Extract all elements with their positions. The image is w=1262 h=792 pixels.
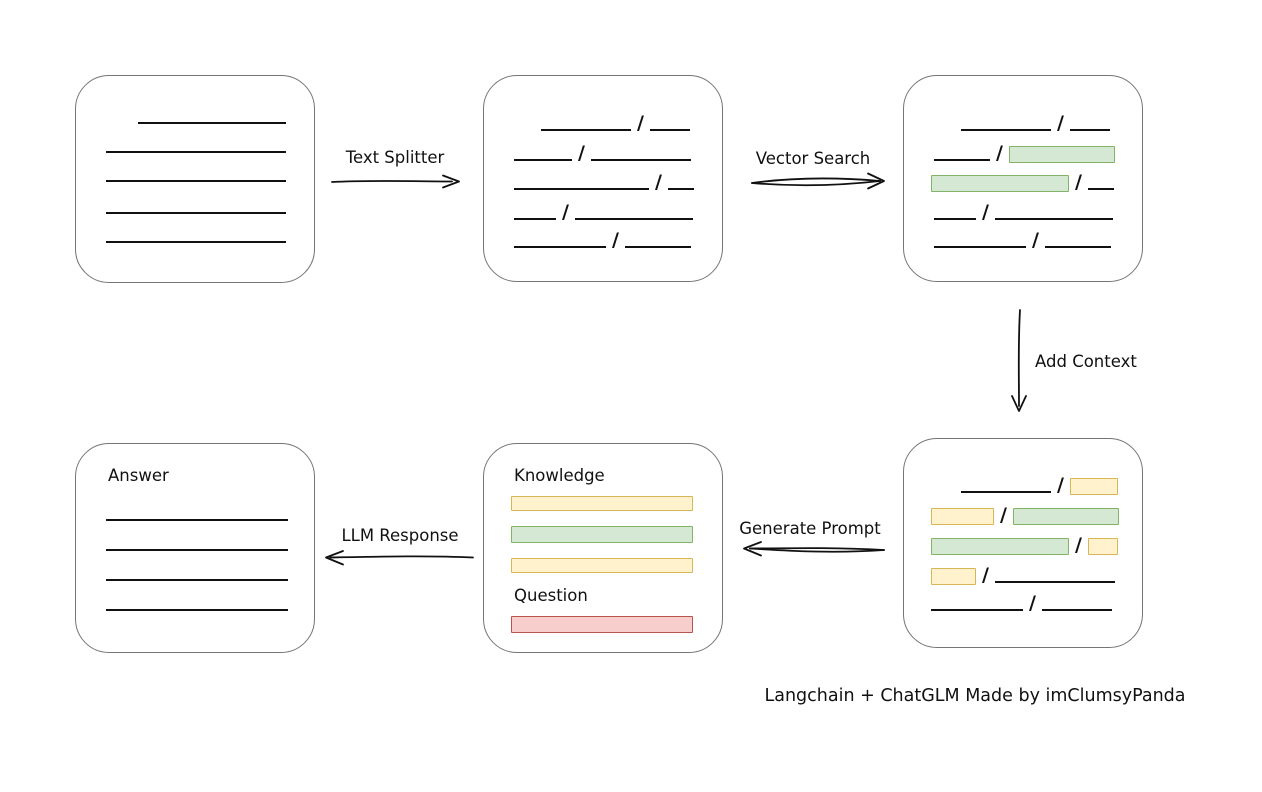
text-fragment-row: /	[514, 142, 691, 164]
text-line	[1087, 188, 1114, 190]
slash-separator: /	[578, 142, 585, 164]
yellow-highlight-chip	[1069, 478, 1118, 495]
yellow-highlight-chip	[931, 508, 994, 525]
text-fragment-row: /	[931, 534, 1118, 556]
text-line	[106, 579, 288, 581]
slash-separator: /	[982, 201, 989, 223]
text-fragment-row: /	[961, 112, 1110, 134]
text-line	[934, 246, 1026, 248]
text-line	[106, 212, 286, 214]
text-line	[574, 218, 693, 220]
credit-caption: Langchain + ChatGLM Made by imClumsyPand…	[764, 686, 1186, 706]
llm-response-arrow	[325, 550, 474, 566]
yellow-highlight-chip	[1087, 538, 1118, 555]
knowledge-label: Knowledge	[514, 466, 605, 485]
vector-search-arrow-label: Vector Search	[755, 149, 871, 168]
text-fragment-row: /	[514, 229, 691, 251]
text-fragment-row: /	[931, 504, 1119, 526]
slash-separator: /	[655, 171, 662, 193]
add-context-arrow	[1011, 309, 1027, 412]
text-line	[994, 218, 1113, 220]
question-label: Question	[514, 586, 588, 605]
text-line	[649, 129, 690, 131]
text-line	[541, 129, 631, 131]
vector-search-result-node: / / / / /	[903, 75, 1143, 282]
text-line	[106, 151, 286, 153]
text-line	[514, 159, 572, 161]
text-fragment-row: /	[934, 229, 1111, 251]
add-context-arrow-label: Add Context	[1035, 352, 1137, 371]
text-fragment-row: /	[931, 564, 1115, 586]
slash-separator: /	[1000, 504, 1007, 526]
text-line	[624, 246, 691, 248]
text-fragment-row: /	[541, 112, 690, 134]
text-line	[106, 519, 288, 521]
generate-prompt-arrow	[743, 541, 885, 557]
vector-search-arrow	[751, 172, 885, 190]
text-line	[1069, 129, 1110, 131]
text-line	[934, 218, 976, 220]
source-document-node	[75, 75, 315, 283]
text-fragment-row: /	[514, 201, 693, 223]
text-line	[1041, 609, 1112, 611]
answer-label: Answer	[108, 466, 169, 485]
text-fragment-row: /	[931, 592, 1112, 614]
green-highlight-chip	[1008, 146, 1115, 163]
text-line	[106, 549, 288, 551]
green-highlight-chip	[931, 175, 1069, 192]
split-text-node: / / / / /	[483, 75, 723, 282]
red-bar	[511, 616, 693, 633]
text-line	[961, 491, 1051, 493]
yellow-bar	[511, 558, 693, 573]
text-line	[931, 609, 1023, 611]
text-line	[961, 129, 1051, 131]
slash-separator: /	[1032, 229, 1039, 251]
text-splitter-arrow-label: Text Splitter	[345, 148, 445, 167]
slash-separator: /	[562, 201, 569, 223]
slash-separator: /	[1075, 534, 1082, 556]
slash-separator: /	[1075, 171, 1082, 193]
slash-separator: /	[637, 112, 644, 134]
text-line	[138, 122, 286, 124]
text-fragment-row: /	[961, 474, 1118, 496]
slash-separator: /	[612, 229, 619, 251]
slash-separator: /	[996, 142, 1003, 164]
text-line	[590, 159, 691, 161]
text-line	[514, 218, 556, 220]
prompt-node: Knowledge Question	[483, 443, 723, 653]
yellow-bar	[511, 496, 693, 511]
generate-prompt-arrow-label: Generate Prompt	[739, 519, 881, 538]
text-splitter-arrow	[331, 174, 460, 189]
text-fragment-row: /	[934, 201, 1113, 223]
text-line	[514, 188, 649, 190]
text-line	[994, 581, 1115, 583]
green-bar	[511, 526, 693, 543]
green-highlight-chip	[931, 538, 1069, 555]
green-highlight-chip	[1012, 508, 1119, 525]
context-node: / / / / /	[903, 438, 1143, 648]
slash-separator: /	[1029, 592, 1036, 614]
text-line	[106, 241, 286, 243]
text-line	[934, 159, 990, 161]
slash-separator: /	[1057, 474, 1064, 496]
text-line	[667, 188, 694, 190]
yellow-highlight-chip	[931, 568, 976, 585]
llm-response-arrow-label: LLM Response	[341, 526, 459, 545]
text-fragment-row: /	[934, 142, 1115, 164]
text-line	[514, 246, 606, 248]
text-line	[106, 609, 288, 611]
slash-separator: /	[982, 564, 989, 586]
answer-node: Answer	[75, 443, 315, 653]
slash-separator: /	[1057, 112, 1064, 134]
text-fragment-row: /	[514, 171, 694, 193]
text-line	[106, 180, 286, 182]
text-line	[1044, 246, 1111, 248]
text-fragment-row: /	[931, 171, 1114, 193]
